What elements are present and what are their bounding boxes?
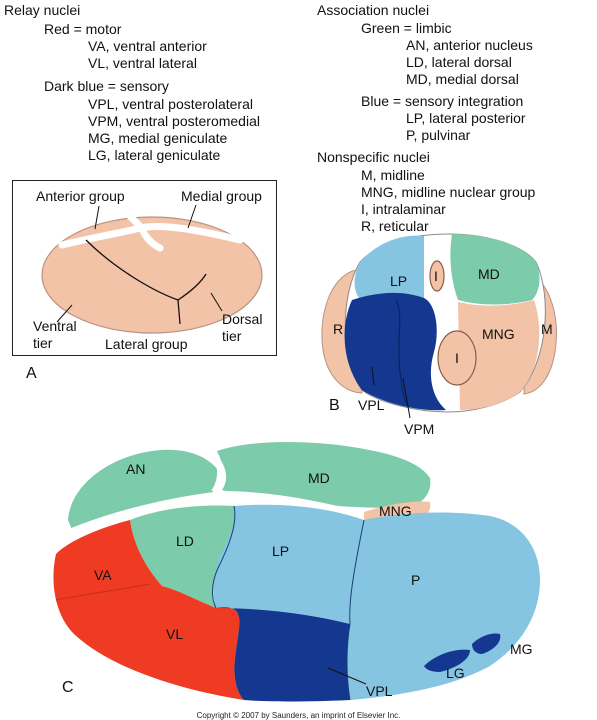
panel-b-MNG: [458, 300, 540, 410]
legend-relay-heading: Relay nuclei: [4, 2, 81, 18]
panel-b-label-I-bottom: I: [455, 350, 459, 366]
panel-b-label-MNG: MNG: [482, 326, 515, 342]
legend-motor-heading: Red = motor: [44, 21, 122, 37]
panel-a-label-dorsal: Dorsal: [222, 311, 263, 327]
legend-item: MD, medial dorsal: [406, 71, 519, 87]
panel-c-boundary: [346, 519, 365, 701]
panel-b-label-R: R: [333, 321, 344, 337]
panel-a-leader: [56, 304, 73, 323]
panel-c-VA-VL-divider: [55, 583, 151, 601]
panel-b-I-bottom: [437, 330, 477, 386]
panel-c-label-LP: LP: [272, 543, 290, 559]
panel-c-leader: [327, 667, 367, 685]
legend-sensory-heading: Dark blue = sensory: [44, 78, 169, 94]
panel-c-VPL: [216, 607, 350, 702]
panel-a-thalamus-outline: [41, 216, 263, 334]
legend-association-heading: Association nuclei: [317, 2, 430, 18]
legend-item: M, midline: [361, 167, 425, 183]
copyright-notice: Copyright © 2007 by Saunders, an imprint…: [196, 711, 401, 720]
legend-item: R, reticular: [361, 218, 429, 234]
panel-a-label-lateral: Lateral group: [105, 336, 188, 352]
panel-b-leader: [371, 366, 375, 386]
panel-c-label-VPL: VPL: [366, 683, 393, 699]
panel-c-LG: [424, 649, 470, 672]
legend-item: P, pulvinar: [406, 127, 471, 143]
panel-b-MD: [450, 234, 540, 305]
panel-a-leader: [187, 204, 197, 229]
panel-b-leader: [402, 377, 411, 419]
panel-c-label-MD: MD: [308, 470, 330, 486]
legend-item: AN, anterior nucleus: [406, 37, 533, 53]
panel-b-label-I-top: I: [434, 268, 438, 284]
panel-a-label-ventral: Ventral: [33, 318, 77, 334]
panel-b-label-VPL: VPL: [358, 397, 385, 413]
panel-b-label-VPM: VPM: [404, 421, 435, 437]
legend-item: MNG, midline nuclear group: [361, 184, 536, 200]
panel-c-VA-VL: [53, 520, 245, 700]
legend-item: LP, lateral posterior: [406, 110, 526, 126]
legend-item: VPL, ventral posterolateral: [88, 96, 253, 112]
panel-b-letter: B: [329, 397, 340, 414]
panel-c-letter: C: [62, 679, 74, 696]
legend-nonspecific-heading: Nonspecific nuclei: [317, 149, 430, 165]
panel-c-label-VL: VL: [166, 626, 184, 642]
panel-b-label-MD: MD: [478, 266, 500, 282]
panel-b-label-M: M: [541, 321, 553, 337]
panel-a-leader: [94, 205, 100, 230]
legend-item: VL, ventral lateral: [88, 55, 197, 71]
panel-c-label-MNG: MNG: [379, 503, 412, 519]
panel-a-frame: [12, 180, 277, 356]
legend-item: MG, medial geniculate: [88, 130, 228, 146]
legend-integration-heading: Blue = sensory integration: [361, 93, 524, 109]
panel-a-label-medial: Medial group: [181, 188, 262, 204]
panel-c-label-VA: VA: [94, 567, 112, 583]
panel-b-VPL-VPM: [344, 292, 446, 411]
panel-c-P: [347, 512, 540, 700]
panel-c-lamina: [58, 490, 351, 539]
legend-limbic-heading: Green = limbic: [361, 20, 452, 36]
legend-item: I, intralaminar: [361, 201, 446, 217]
panel-c-label-MG: MG: [510, 641, 533, 657]
panel-a-label-dorsal-tier: tier: [222, 328, 242, 344]
panel-a-leader: [210, 292, 223, 312]
legend-item: VA, ventral anterior: [88, 38, 207, 54]
panel-c-lamina: [211, 450, 223, 494]
panel-a-label-ventral-tier: tier: [33, 335, 53, 351]
panel-c-label-P: P: [411, 572, 421, 588]
panel-c-label-LG: LG: [446, 665, 465, 681]
panel-c-label-LD: LD: [176, 533, 194, 549]
panel-a-tier-divider: [85, 239, 181, 325]
panel-c-MD: [214, 442, 431, 508]
panel-c-MG: [472, 633, 501, 654]
legend-item: VPM, ventral posteromedial: [88, 113, 260, 129]
panel-c-label-AN: AN: [126, 461, 146, 477]
panel-b-LP: [354, 235, 424, 304]
panel-a-letter: A: [26, 365, 37, 382]
panel-c-boundary: [212, 505, 236, 609]
panel-c-LD: [130, 505, 235, 608]
panel-b-VPL-VPM-divider: [395, 299, 409, 407]
panel-b-I-top: [429, 260, 445, 292]
panel-a-label-anterior: Anterior group: [36, 188, 125, 204]
panel-a-lamina: [124, 210, 164, 252]
panel-c-LP: [213, 504, 364, 624]
panel-a-tier-divider: [177, 273, 207, 301]
panel-c-AN: [68, 449, 221, 530]
legend-item: LG, lateral geniculate: [88, 147, 221, 163]
panel-b-label-LP: LP: [390, 273, 408, 289]
legend-item: LD, lateral dorsal: [406, 54, 512, 70]
